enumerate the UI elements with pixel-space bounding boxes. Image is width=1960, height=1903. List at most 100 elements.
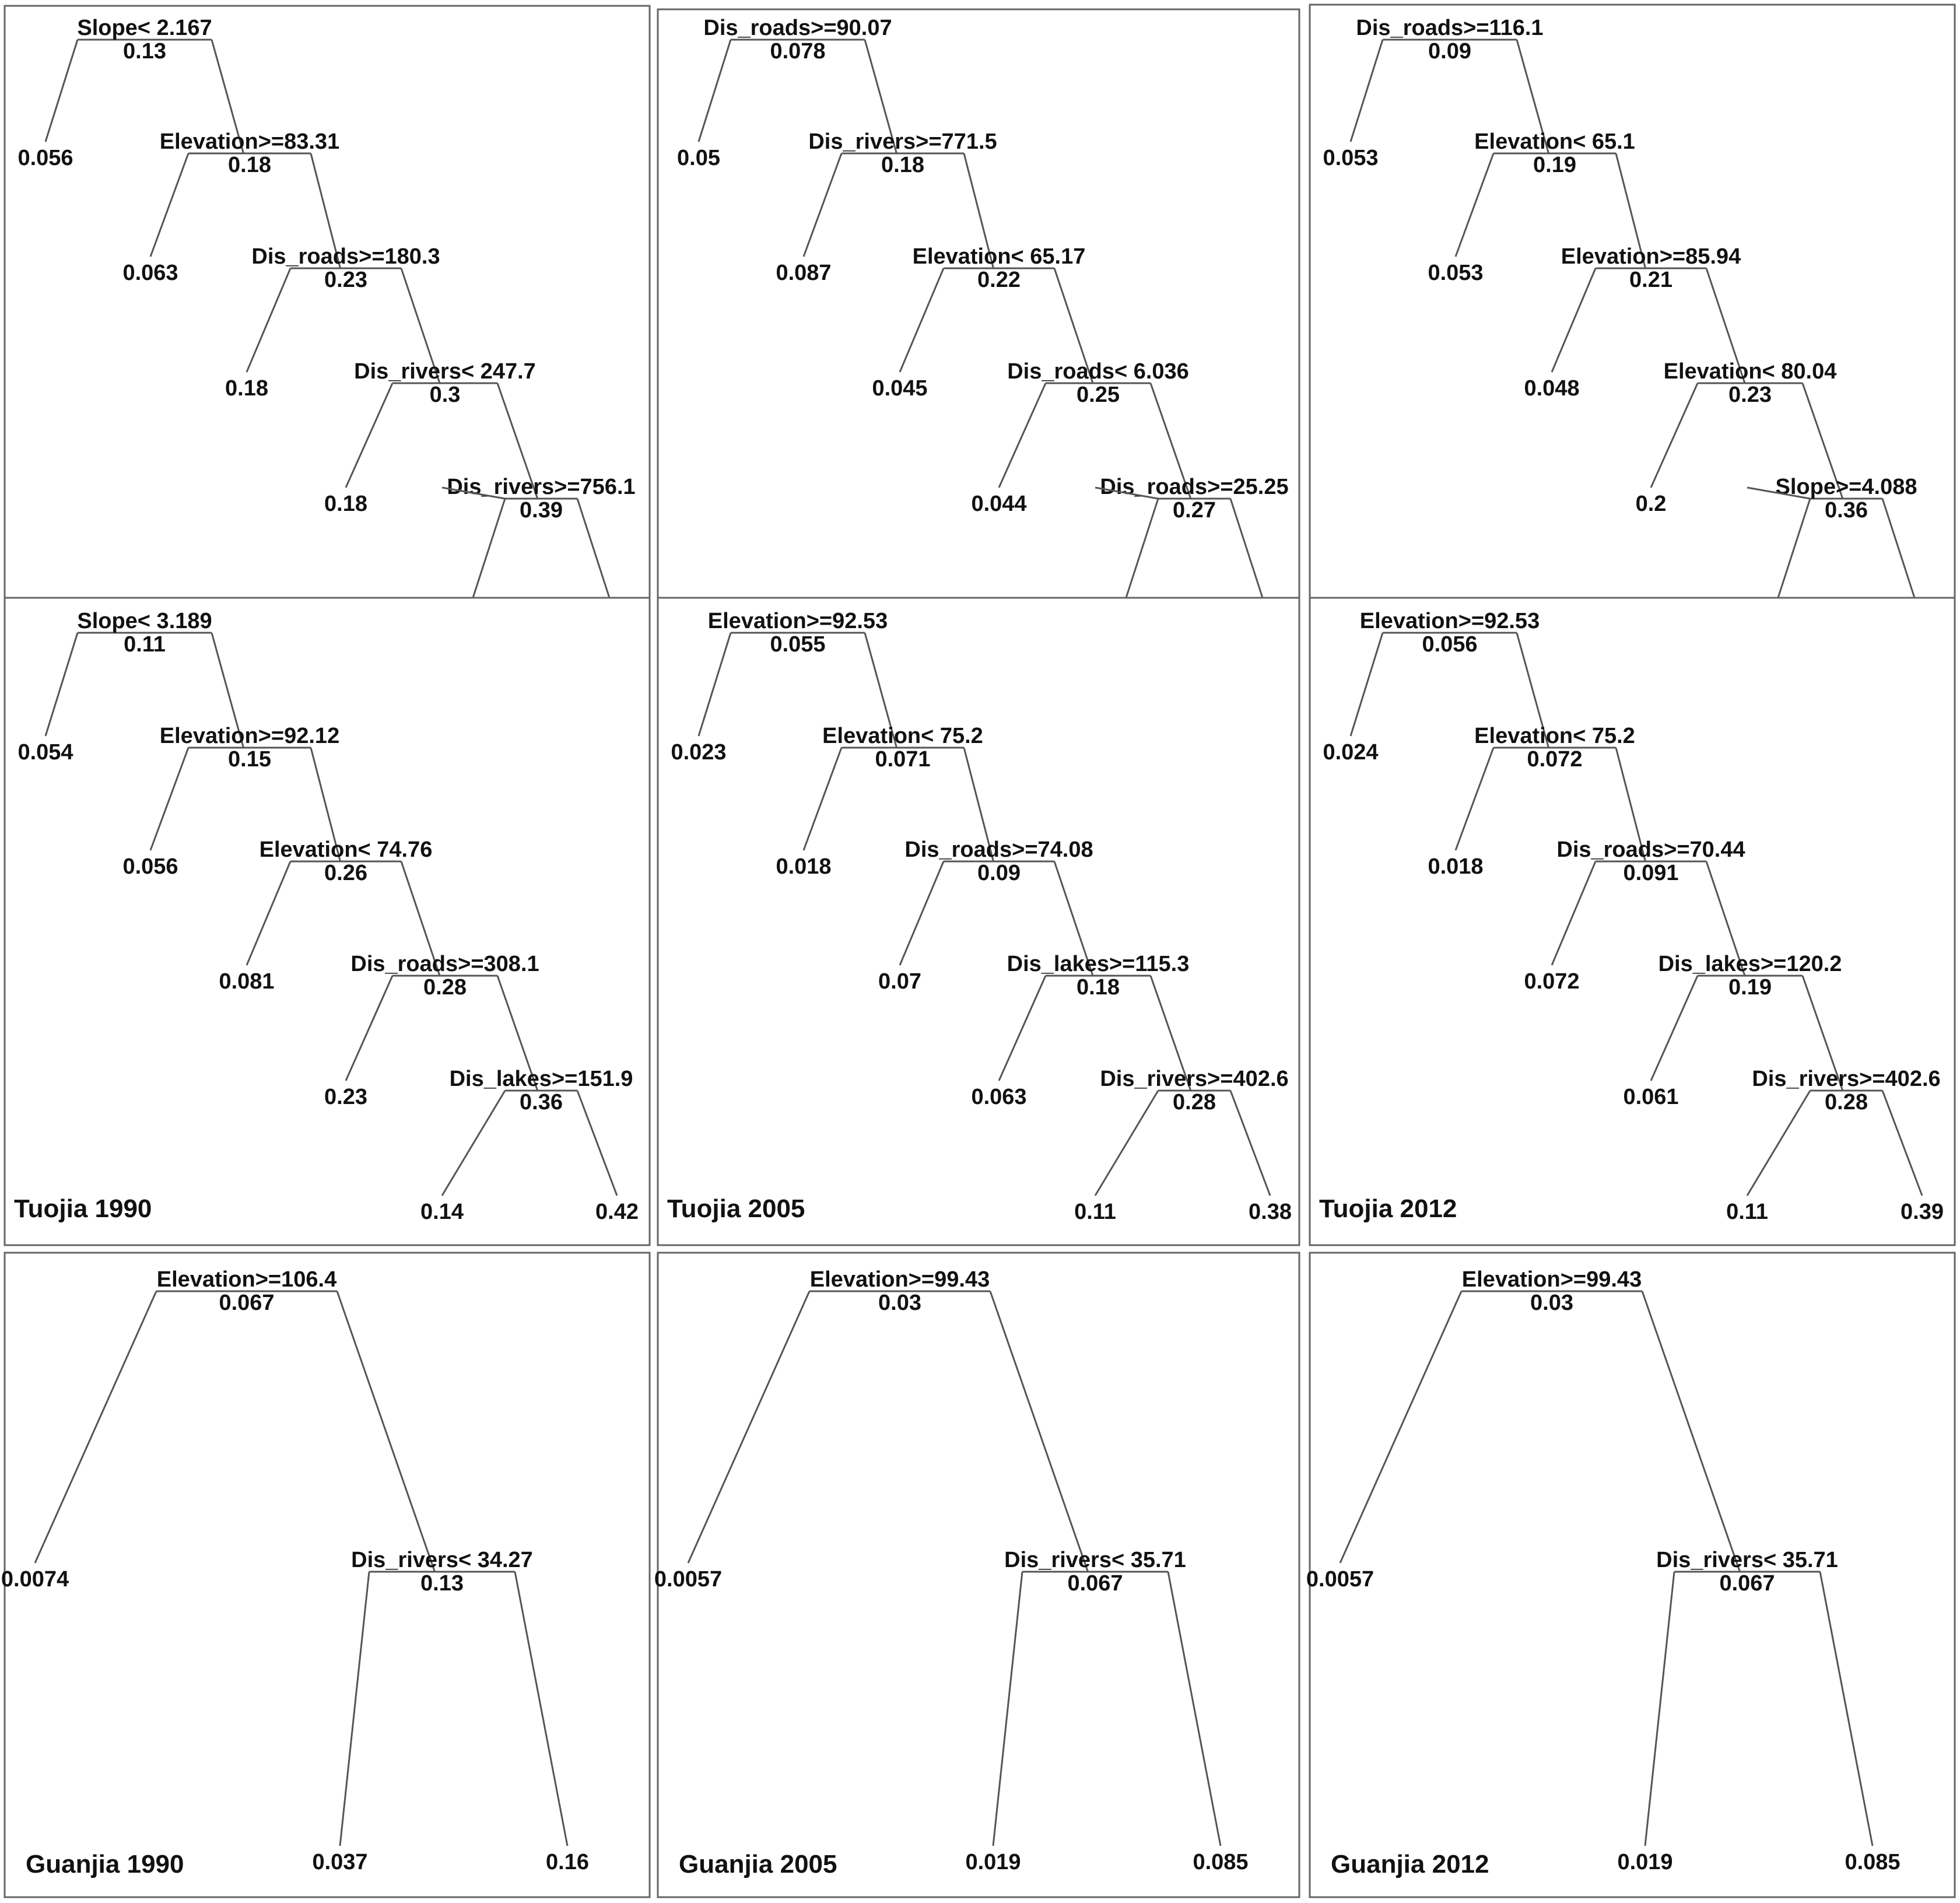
split-condition-label: Elevation>=92.53: [708, 609, 888, 633]
split-condition-label: Elevation>=83.31: [160, 129, 339, 154]
split-condition-label: Dis_roads< 6.036: [1007, 359, 1189, 384]
leaf-value: 0.063: [122, 261, 178, 285]
leaf-value: 0.0057: [1306, 1567, 1374, 1592]
leaf-value: 0.081: [219, 969, 274, 994]
node-mean-value: 0.13: [123, 39, 166, 64]
branch-right: [1516, 39, 1549, 154]
branch-right: [400, 861, 441, 976]
leaf-value: 0.053: [1428, 261, 1483, 285]
branch-left: [246, 861, 292, 966]
node-mean-value: 0.18: [228, 153, 271, 177]
node-mean-value: 0.03: [1530, 1291, 1573, 1315]
leaf-value: 0.053: [1323, 146, 1378, 170]
leaf-value: 0.07: [878, 969, 921, 994]
panel-frame: [1309, 597, 1956, 1246]
branch-right: [1881, 1090, 1923, 1196]
branch-left: [802, 153, 843, 257]
leaf-value: 0.14: [420, 1200, 464, 1224]
branch-right: [310, 153, 341, 269]
split-condition-label: Elevation>=92.12: [160, 724, 339, 748]
branch-right: [211, 39, 244, 154]
leaf-value: 0.056: [17, 146, 73, 170]
branch-left: [687, 1291, 811, 1564]
branch-left: [441, 1090, 506, 1196]
leaf-value: 0.018: [1428, 854, 1483, 879]
node-mean-value: 0.09: [1428, 39, 1471, 64]
node-mean-value: 0.091: [1623, 861, 1678, 885]
branch-right: [1516, 632, 1549, 748]
leaf-value: 0.0074: [1, 1567, 69, 1592]
branch-left: [44, 39, 79, 142]
split-condition-label: Dis_roads>=308.1: [350, 952, 539, 976]
branch-right: [514, 1571, 569, 1846]
split-condition-label: Dis_rivers>=771.5: [808, 129, 997, 154]
split-condition-label: Elevation< 75.2: [822, 724, 983, 748]
node-mean-value: 0.28: [423, 975, 467, 1000]
split-condition-label: Elevation< 65.1: [1474, 129, 1635, 154]
branch-left: [1650, 383, 1699, 488]
split-condition-label: Elevation>=92.53: [1360, 609, 1540, 633]
branch-left: [1551, 268, 1597, 373]
leaf-value: 0.054: [17, 740, 73, 765]
split-condition-label: Elevation>=106.4: [157, 1267, 336, 1292]
leaf-value: 0.019: [1617, 1850, 1673, 1874]
branch-right: [1801, 975, 1844, 1091]
branch-right: [1641, 1291, 1741, 1572]
split-condition-label: Elevation< 74.76: [260, 837, 433, 862]
panel-frame: [1309, 1252, 1956, 1898]
branch-left: [1777, 498, 1811, 598]
node-mean-value: 0.25: [1077, 383, 1120, 407]
panel-frame: [3, 597, 651, 1246]
branch-left: [345, 383, 394, 488]
branch-right: [211, 632, 244, 748]
branch-right: [1229, 1090, 1271, 1196]
branch-right: [576, 1090, 618, 1196]
branch-right: [496, 383, 539, 499]
branch-left: [1349, 632, 1384, 737]
leaf-value: 0.39: [1901, 1200, 1944, 1224]
node-mean-value: 0.23: [1728, 383, 1772, 407]
leaf-value: 0.063: [971, 1085, 1026, 1109]
branch-left: [149, 153, 190, 257]
node-mean-value: 0.19: [1728, 975, 1772, 1000]
branch-right: [310, 747, 341, 862]
panel-frame: [657, 597, 1300, 1246]
branch-left: [1650, 975, 1699, 1081]
node-mean-value: 0.21: [1629, 268, 1673, 292]
leaf-value: 0.018: [776, 854, 831, 879]
leaf-value: 0.056: [122, 854, 178, 879]
branch-left: [1644, 1571, 1675, 1846]
split-condition-label: Dis_roads>=25.25: [1100, 475, 1288, 499]
branch-left: [998, 383, 1047, 488]
leaf-value: 0.11: [1726, 1200, 1768, 1224]
split-condition-label: Elevation>=99.43: [1462, 1267, 1642, 1292]
panel-title: Tuojia 2005: [667, 1194, 805, 1223]
split-condition-label: Dis_rivers< 35.71: [1004, 1548, 1186, 1572]
leaf-value: 0.087: [776, 261, 831, 285]
branch-right: [400, 268, 441, 384]
branch-left: [697, 39, 732, 142]
leaf-value: 0.05: [677, 146, 720, 170]
leaf-value: 0.2: [1636, 492, 1667, 516]
leaf-value: 0.061: [1623, 1085, 1678, 1109]
split-condition-label: Elevation>=99.43: [810, 1267, 990, 1292]
node-mean-value: 0.067: [1719, 1571, 1775, 1596]
branch-right: [1801, 383, 1844, 499]
node-mean-value: 0.22: [977, 268, 1021, 292]
split-condition-label: Dis_rivers>=402.6: [1752, 1067, 1940, 1091]
split-condition-label: Dis_roads>=180.3: [251, 244, 440, 269]
branch-left: [992, 1571, 1023, 1846]
branch-left: [44, 632, 79, 737]
leaf-value: 0.045: [872, 376, 927, 401]
branch-left: [1094, 1090, 1159, 1196]
branch-right: [1053, 268, 1094, 384]
panel-frame: [3, 1252, 651, 1898]
node-mean-value: 0.18: [881, 153, 924, 177]
branch-right: [864, 632, 897, 748]
node-mean-value: 0.03: [878, 1291, 921, 1315]
branch-right: [1149, 975, 1192, 1091]
branch-left: [1747, 486, 1811, 500]
split-condition-label: Dis_rivers< 247.7: [354, 359, 536, 384]
branch-right: [963, 153, 994, 269]
